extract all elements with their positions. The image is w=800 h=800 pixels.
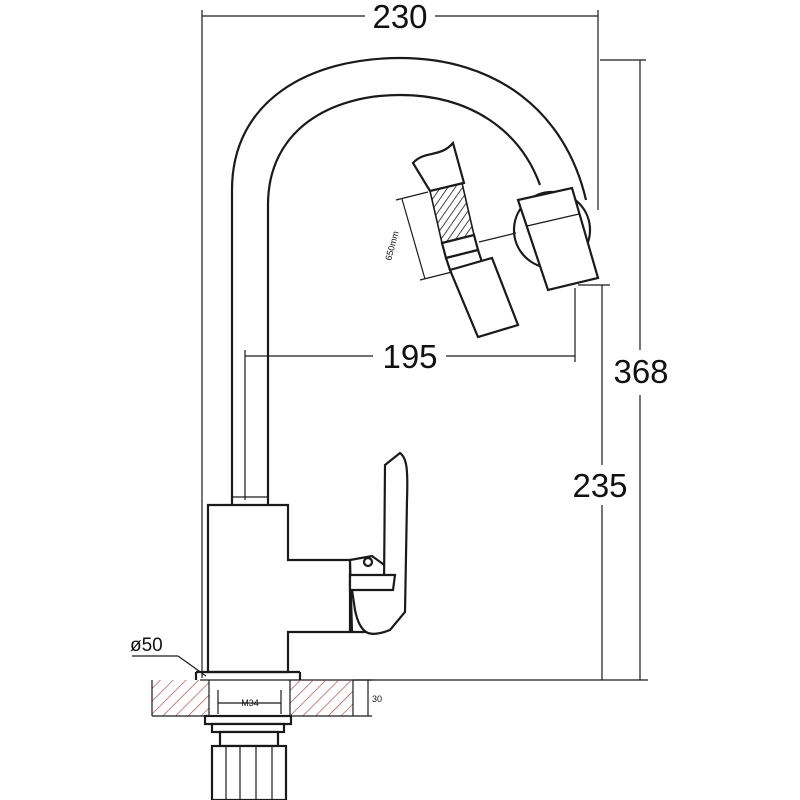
faucet-spout xyxy=(230,56,588,505)
faucet-body xyxy=(194,503,352,680)
pullout-hose-detail: 650mm xyxy=(383,140,520,339)
dimension-reach: 195 xyxy=(244,288,576,500)
dimension-spout-height: 235 xyxy=(572,284,628,680)
lever-handle xyxy=(348,451,409,635)
dimension-height-total: 368 xyxy=(600,59,669,680)
dimension-width-total: 230 xyxy=(201,0,599,678)
dimension-label-195: 195 xyxy=(382,338,437,375)
hose-length-label: 650mm xyxy=(383,230,400,262)
dimension-label-368: 368 xyxy=(613,353,668,390)
dimension-label-230: 230 xyxy=(372,0,427,35)
spray-head xyxy=(512,186,600,292)
deck-thickness-label: 30 xyxy=(372,694,382,704)
base-diameter-label: ø50 xyxy=(130,635,163,656)
mounting-shank xyxy=(203,714,293,800)
thread-size-label: M34 xyxy=(241,698,259,708)
dimension-label-235: 235 xyxy=(572,467,627,504)
countertop-section: M34 30 xyxy=(151,679,382,717)
base-diameter-callout: ø50 xyxy=(130,635,207,677)
